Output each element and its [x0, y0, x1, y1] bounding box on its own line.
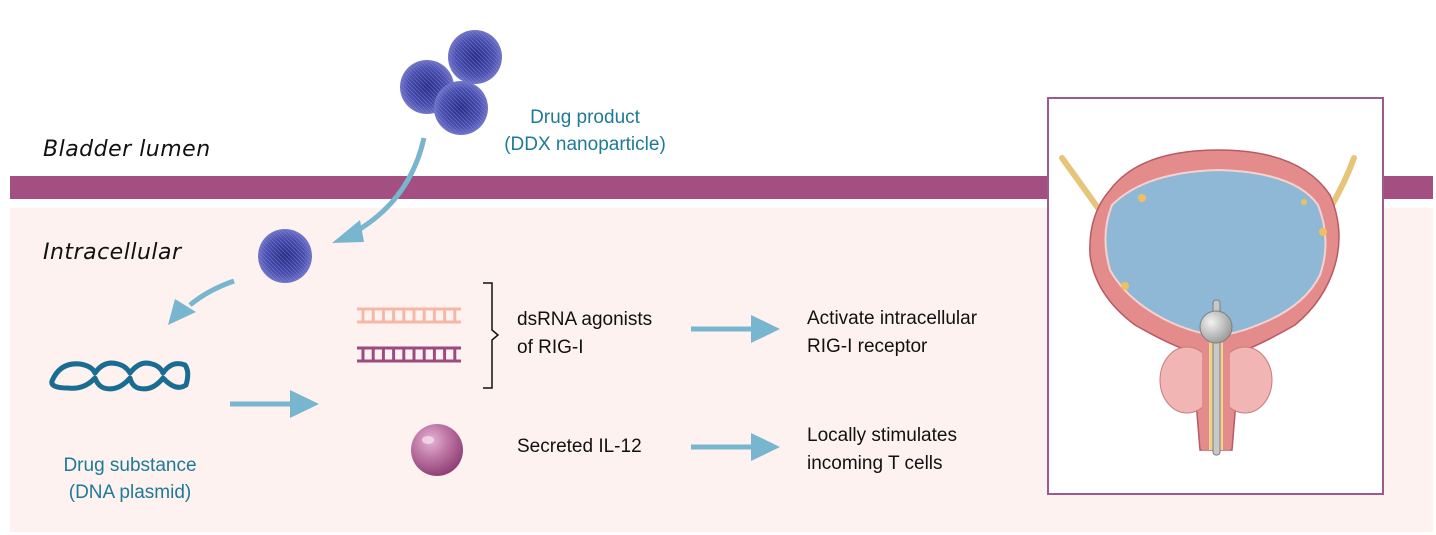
tumor-nodule	[1301, 199, 1307, 205]
catheter-balloon	[1199, 310, 1233, 344]
tumor-nodule	[1121, 282, 1129, 290]
dsrna-label-line2: of RIG-I	[517, 337, 584, 358]
dsrna-ladder-icon	[357, 307, 461, 363]
dsrna-label: dsRNA agonists of RIG-I	[517, 306, 652, 362]
il12-sphere-icon	[411, 424, 463, 476]
drug-product-label: Drug product (DDX nanoparticle)	[480, 104, 690, 158]
t-cell-effect-line1: Locally stimulates	[807, 425, 957, 446]
right-ureter	[1329, 155, 1357, 208]
il12-label: Secreted IL-12	[517, 436, 642, 457]
intracellular-nanoparticle-icon	[258, 229, 312, 283]
dsrna-label-line1: dsRNA agonists	[517, 309, 653, 330]
intracellular-label: Intracellular	[43, 240, 182, 265]
left-ureter	[1059, 155, 1101, 211]
rig-i-arrow-icon	[691, 315, 780, 343]
t-cell-effect-label: Locally stimulates incoming T cells	[807, 422, 957, 478]
nanoparticle-cluster-icon	[400, 30, 502, 135]
nanoparticle-icon	[434, 81, 488, 135]
nanoparticle-icon	[448, 30, 502, 84]
drug-substance-title: Drug substance	[63, 455, 197, 476]
drug-substance-subtitle: (DNA plasmid)	[68, 482, 192, 503]
bladder-with-catheter-illustration	[1059, 149, 1357, 456]
tumor-nodule	[1319, 228, 1327, 236]
rig-i-effect-line1: Activate intracellular	[807, 308, 978, 329]
drug-product-title: Drug product	[530, 107, 640, 128]
bracket-icon	[483, 282, 500, 389]
drug-substance-label: Drug substance (DNA plasmid)	[40, 452, 220, 506]
expression-arrow-icon	[230, 390, 319, 418]
t-cell-effect-line2: incoming T cells	[807, 453, 943, 474]
rig-i-effect-line2: RIG-I receptor	[807, 336, 928, 357]
dna-plasmid-icon	[49, 360, 191, 392]
tumor-nodule	[1138, 194, 1146, 202]
uptake-arrow-icon	[332, 137, 427, 243]
t-cell-arrow-icon	[691, 433, 780, 461]
rig-i-effect-label: Activate intracellular RIG-I receptor	[807, 305, 977, 361]
bladder-lumen-label: Bladder lumen	[43, 137, 211, 162]
release-arrow-icon	[168, 278, 235, 325]
drug-product-subtitle: (DDX nanoparticle)	[504, 134, 666, 155]
